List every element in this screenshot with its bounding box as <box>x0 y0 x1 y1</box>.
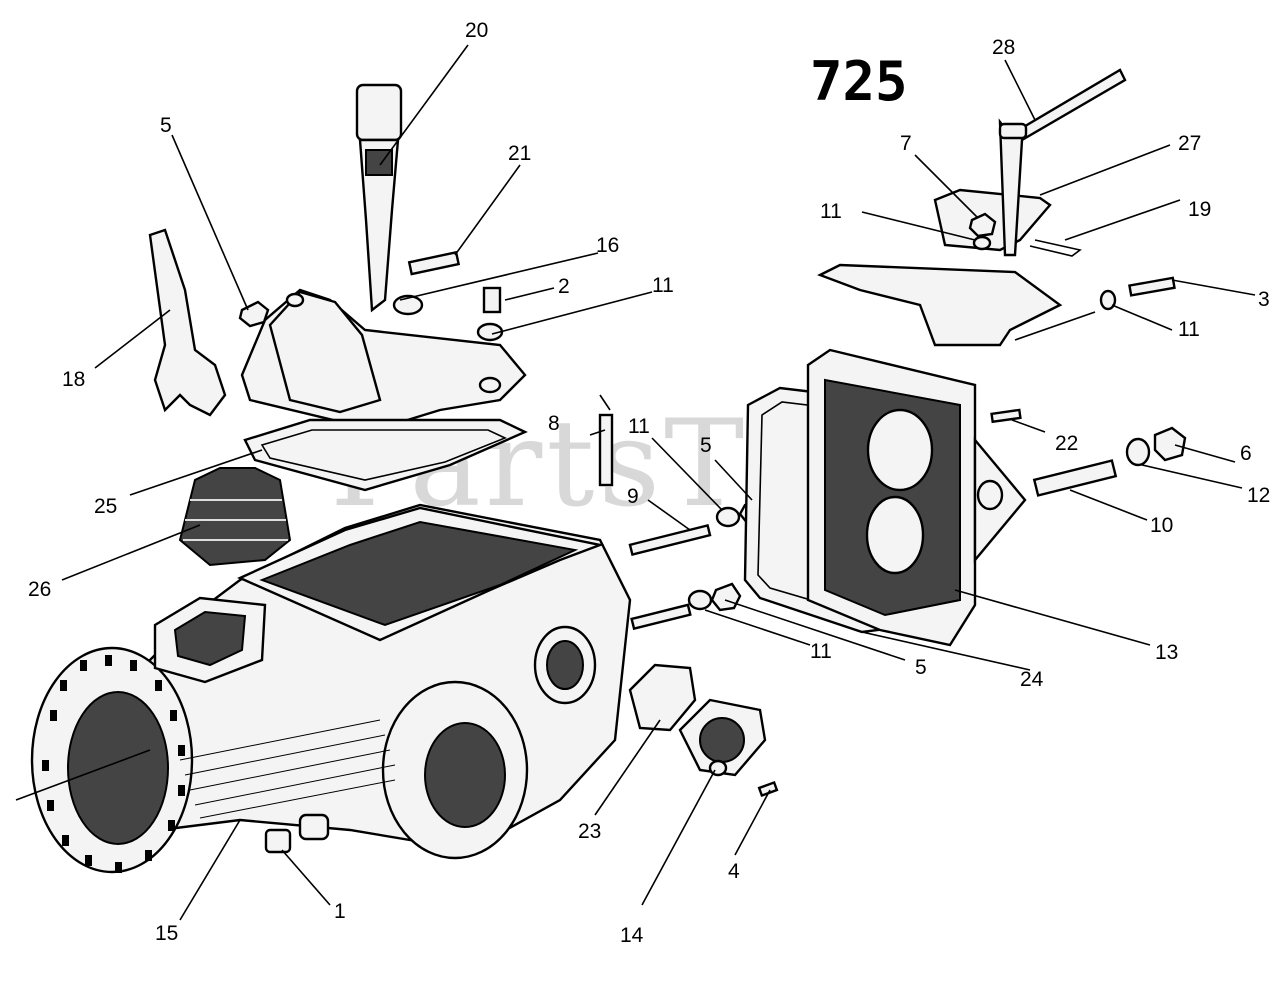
callout-1: 1 <box>334 900 346 923</box>
callout-19: 19 <box>1188 198 1211 221</box>
callout-22: 22 <box>1055 432 1078 455</box>
callout-11-middle: 11 <box>628 415 650 438</box>
transmission-housing <box>30 503 632 874</box>
callouts: 1 2 3 4 5 5 5 6 7 8 9 10 11 11 11 11 11 … <box>28 19 1270 947</box>
callout-3: 3 <box>1258 288 1270 311</box>
callout-15: 15 <box>155 922 178 945</box>
bearing-cover <box>678 698 779 798</box>
washer-11-top <box>972 235 992 251</box>
callout-23: 23 <box>578 820 601 843</box>
shift-cover <box>240 288 527 432</box>
callout-5-middle: 5 <box>700 434 712 457</box>
callout-12: 12 <box>1247 484 1270 507</box>
callout-21: 21 <box>508 142 531 165</box>
nut-6 <box>1153 426 1187 462</box>
callout-14: 14 <box>620 924 644 947</box>
lever-bracket <box>817 188 1063 347</box>
callout-11-right: 11 <box>1178 318 1200 341</box>
control-lever <box>998 68 1127 257</box>
callout-26: 26 <box>28 578 51 601</box>
shift-boot <box>178 467 292 567</box>
callout-4: 4 <box>728 860 740 883</box>
callout-6: 6 <box>1240 442 1252 465</box>
callout-11-lower: 11 <box>810 640 832 663</box>
stud-10 <box>1032 459 1118 497</box>
callout-8: 8 <box>548 412 560 435</box>
gear-housing <box>806 348 1027 647</box>
pin-22 <box>990 408 1022 424</box>
callout-2: 2 <box>558 275 570 298</box>
shift-lever <box>355 83 403 313</box>
cotter-pin <box>1029 239 1082 257</box>
callout-27: 27 <box>1178 132 1201 155</box>
nut-7 <box>968 212 997 238</box>
callout-25: 25 <box>94 495 117 518</box>
washer-11-right <box>1099 289 1117 311</box>
model-label: 725 <box>810 50 908 113</box>
callout-5-left: 5 <box>160 114 172 137</box>
callout-28: 28 <box>992 36 1015 59</box>
washer-12 <box>1125 437 1151 467</box>
callout-24: 24 <box>1020 668 1044 691</box>
callout-9: 9 <box>627 485 639 508</box>
leader-lines <box>15 44 1256 921</box>
callout-16: 16 <box>596 234 619 257</box>
cover-gasket <box>243 418 528 492</box>
callout-5-lower: 5 <box>915 656 927 679</box>
callout-11-bracket: 11 <box>820 200 842 223</box>
callout-11-top: 11 <box>652 274 674 297</box>
shift-fork <box>148 228 227 417</box>
callout-13: 13 <box>1155 641 1178 664</box>
callout-7: 7 <box>900 132 912 155</box>
callout-10: 10 <box>1150 514 1173 537</box>
callout-18: 18 <box>62 368 85 391</box>
side-gasket <box>628 663 697 732</box>
callout-20: 20 <box>465 19 488 42</box>
bolt-3 <box>1128 276 1176 297</box>
